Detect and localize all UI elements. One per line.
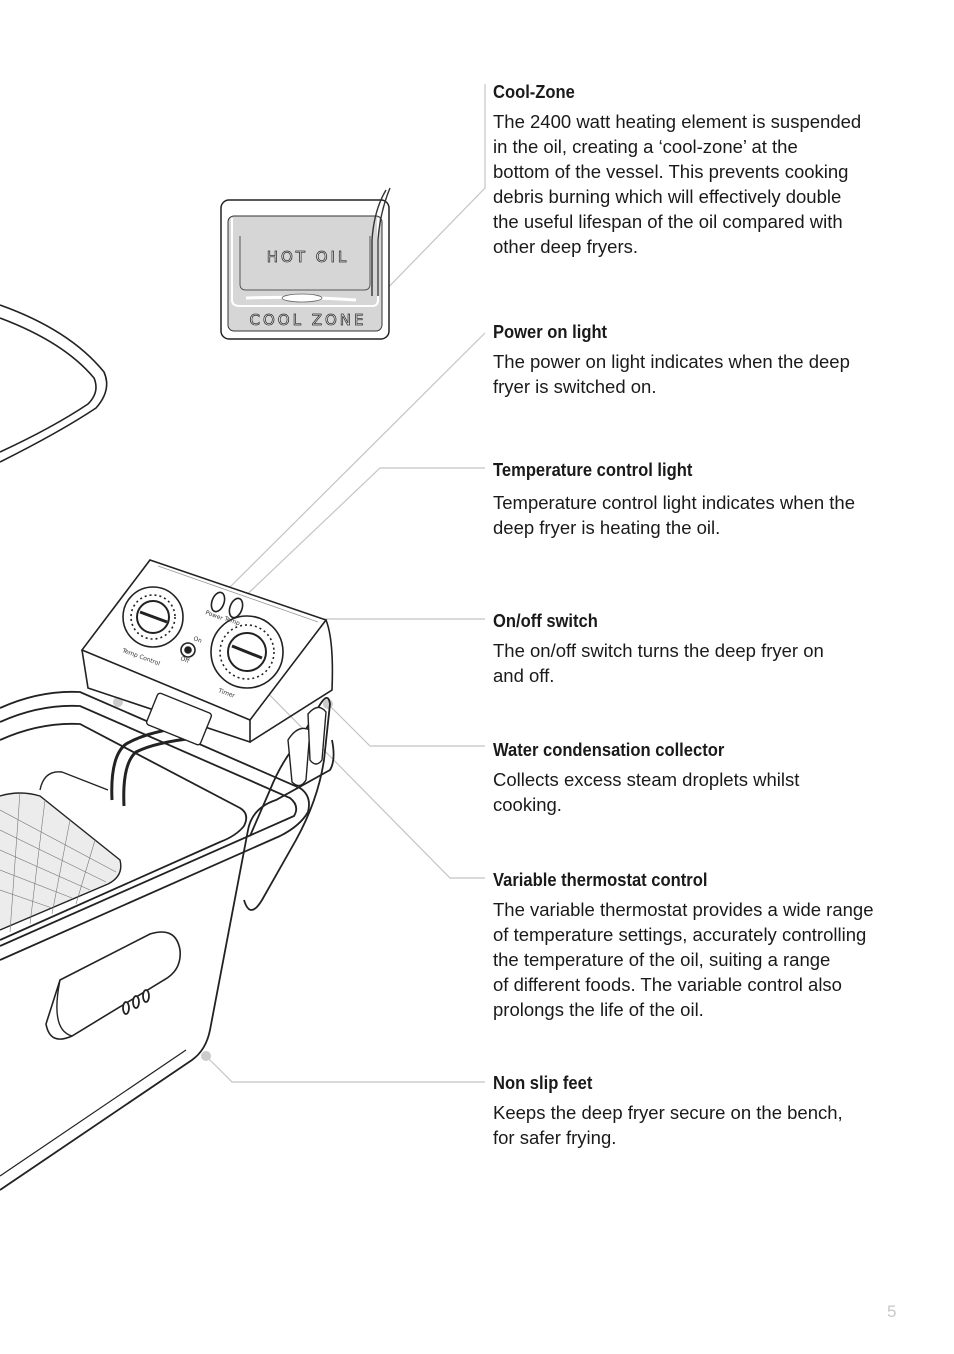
- feature-title: Power on light: [493, 322, 608, 342]
- feature-on-off-switch: On/off switch The on/off switch turns th…: [493, 610, 913, 688]
- feature-description: The on/off switch turns the deep fryer o…: [493, 640, 824, 686]
- feature-title: Water condensation collector: [493, 740, 725, 760]
- power-light: [210, 591, 226, 613]
- feature-description: The power on light indicates when the de…: [493, 351, 850, 397]
- feature-title: Variable thermostat control: [493, 870, 708, 890]
- callout-line-cool-zone: [375, 84, 486, 301]
- feature-variable-thermostat-control: Variable thermostat control The variable…: [493, 869, 913, 1022]
- feature-description: The 2400 watt heating element is suspend…: [493, 111, 862, 257]
- feature-description: Keeps the deep fryer secure on the bench…: [493, 1102, 843, 1148]
- feature-description: Temperature control light indicates when…: [493, 492, 855, 538]
- panel-label-off: Off: [179, 655, 191, 665]
- feature-title: Temperature control light: [493, 460, 693, 480]
- feature-title: Non slip feet: [493, 1073, 593, 1093]
- feature-power-on-light: Power on light The power on light indica…: [493, 321, 913, 399]
- feature-non-slip-feet: Non slip feet Keeps the deep fryer secur…: [493, 1072, 913, 1150]
- badge-hot-oil-label: HOT OIL: [267, 248, 350, 266]
- feature-water-condensation-collector: Water condensation collector Collects ex…: [493, 739, 913, 817]
- callout-line-power-light: [220, 332, 486, 597]
- callout-line-water-collector: [327, 703, 485, 747]
- feature-cool-zone: Cool-Zone The 2400 watt heating element …: [493, 81, 913, 259]
- feature-description: Collects excess steam droplets whilst co…: [493, 769, 800, 815]
- callout-line-temp-light: [236, 467, 485, 605]
- callout-line-thermostat: [246, 671, 485, 879]
- fryer-lid: [0, 304, 108, 463]
- feature-title: Cool-Zone: [493, 82, 575, 102]
- callout-line-non-slip-feet: [205, 1055, 485, 1083]
- feature-temperature-control-light: Temperature control light Temperature co…: [493, 459, 913, 540]
- feature-description: The variable thermostat provides a wide …: [493, 899, 874, 1020]
- fryer-body: [0, 690, 335, 1191]
- control-panel: [80, 559, 334, 744]
- badge-cool-zone-label: COOL ZONE: [250, 311, 367, 329]
- page-number: 5: [887, 1302, 897, 1321]
- temp-light: [228, 597, 244, 619]
- panel-label-on: On: [192, 635, 203, 645]
- cool-zone-badge: HOT OIL COOL ZONE: [220, 187, 391, 340]
- feature-title: On/off switch: [493, 611, 598, 631]
